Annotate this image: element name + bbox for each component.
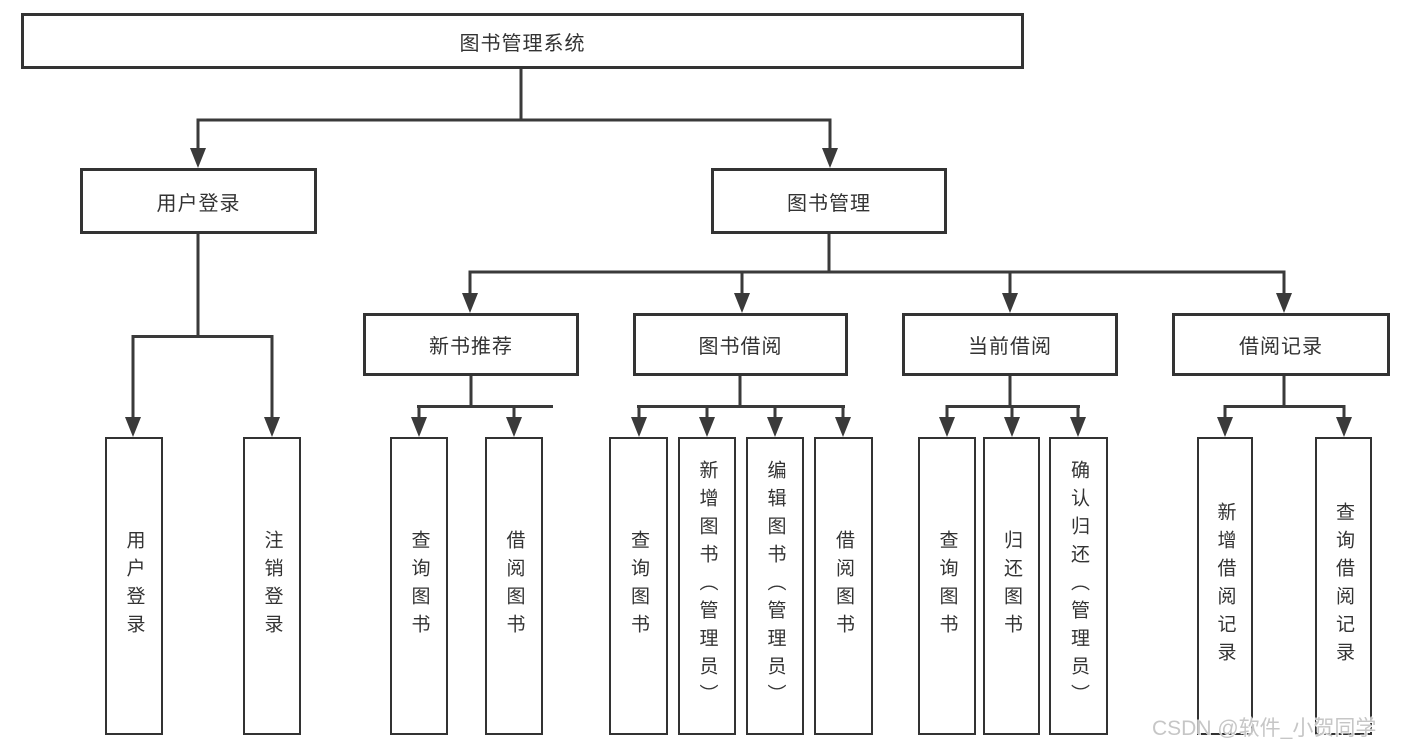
- leaf-edit-book-admin: 编辑图书（管理员）: [746, 437, 804, 735]
- leaf-logout: 注销登录: [243, 437, 301, 735]
- leaf-add-book-admin: 新增图书（管理员）: [678, 437, 736, 735]
- node-book-management: 图书管理: [711, 168, 947, 234]
- leaf-label: 新增图书（管理员）: [696, 460, 718, 712]
- leaf-label: 查询图书: [936, 530, 958, 642]
- leaf-add-borrow-record: 新增借阅记录: [1197, 437, 1253, 735]
- leaf-label: 借阅图书: [833, 530, 854, 642]
- leaf-label: 查询借阅记录: [1333, 502, 1354, 670]
- leaf-query-books-current: 查询图书: [918, 437, 976, 735]
- leaf-label: 新增借阅记录: [1214, 502, 1236, 670]
- leaf-label: 查询图书: [628, 530, 649, 642]
- leaf-label: 查询图书: [408, 530, 430, 642]
- leaf-label: 归还图书: [1001, 530, 1022, 642]
- watermark: CSDN @软件_小贺同学: [1152, 717, 1377, 740]
- leaf-user-login: 用户登录: [105, 437, 163, 735]
- node-borrow-records: 借阅记录: [1172, 313, 1390, 376]
- leaf-return-book: 归还图书: [983, 437, 1040, 735]
- node-new-book-recommend: 新书推荐: [363, 313, 579, 376]
- leaf-borrow-books: 借阅图书: [814, 437, 873, 735]
- node-book-borrow: 图书借阅: [633, 313, 848, 376]
- leaf-borrow-books-recommend: 借阅图书: [485, 437, 543, 735]
- leaf-query-books-borrow: 查询图书: [609, 437, 668, 735]
- node-user-login: 用户登录: [80, 168, 317, 234]
- leaf-label: 注销登录: [261, 530, 283, 642]
- node-current-borrow: 当前借阅: [902, 313, 1118, 376]
- leaf-query-borrow-record: 查询借阅记录: [1315, 437, 1372, 735]
- node-root: 图书管理系统: [21, 13, 1024, 69]
- leaf-confirm-return-admin: 确认归还（管理员）: [1049, 437, 1108, 735]
- leaf-label: 借阅图书: [503, 530, 525, 642]
- leaf-label: 确认归还（管理员）: [1068, 460, 1089, 712]
- leaf-label: 用户登录: [123, 530, 145, 642]
- leaf-query-books-recommend: 查询图书: [390, 437, 448, 735]
- leaf-label: 编辑图书（管理员）: [764, 460, 786, 712]
